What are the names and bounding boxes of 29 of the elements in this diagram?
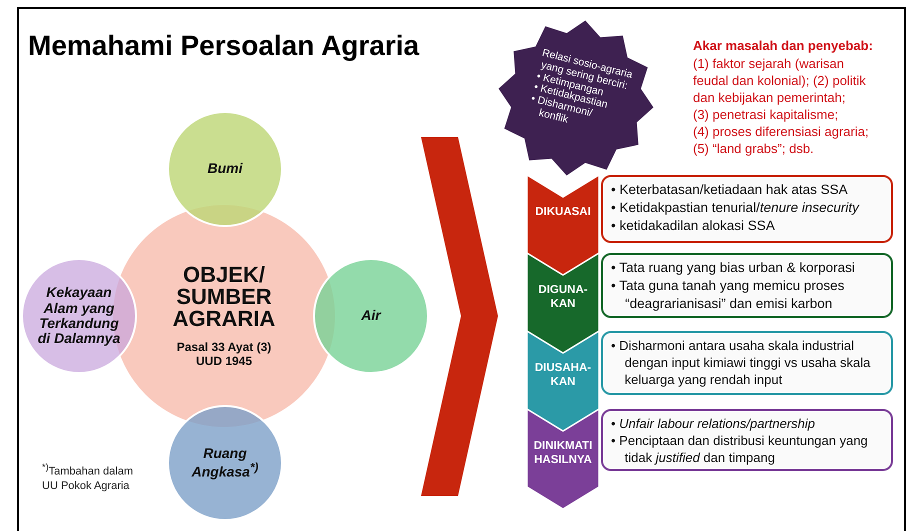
section-heading: Akar masalah dan penyebab: (693, 38, 874, 55)
bullet-item: • Keterbatasan/ketiadaan hak atas SSA (611, 181, 849, 199)
circle-label: Kekayaan Alam yang Terkandung di Dalamnya (36, 285, 122, 347)
reference-text: Pasal 33 Ayat (3) UUD 1945 (176, 340, 272, 368)
bullet-item: • Tata ruang yang bias urban & korporasi (611, 259, 856, 277)
footnote: $^{*)}$Tambahan dalam UU Pokok Agraria (42, 462, 134, 494)
bullet-item: • Ketidakpastian tenurial/tenure insecurity (611, 198, 860, 217)
description-card (601, 175, 893, 243)
center-title: OBJEK/ SUMBER AGRARIA (172, 264, 276, 330)
step-label: DIGUNA- KAN (537, 283, 589, 312)
step-label: DIKUASAI (534, 205, 592, 220)
cause-item: (5) “land grabs”; dsb. (693, 141, 815, 158)
step-label: DIUSAHA- KAN (534, 361, 592, 390)
circle-label: Bumi (206, 161, 244, 177)
title: Memahami Persoalan Agraria (28, 30, 420, 62)
bullet-item: • Penciptaan dan distribusi keuntungan yang tidak justified dan timpang (611, 432, 869, 466)
circle-label: Air (360, 308, 382, 324)
cause-item: (3) penetrasi kapitalisme; (693, 107, 840, 124)
cause-item: (1) faktor sejarah (warisan feudal dan kolonial); (2) politik dan kebijakan pemerintah; (693, 56, 867, 107)
description-card (601, 253, 893, 318)
description-card (601, 409, 893, 471)
bullet-item: • ketidakadilan alokasi SSA (611, 216, 776, 234)
cause-item: (4) proses diferensiasi agraria; (693, 124, 870, 141)
bullet-item: • Unfair labour relations/partnership (611, 415, 816, 432)
circle-label: Ruang Angkasa$^{*)}$ (190, 446, 260, 480)
step-label: DINIKMATI HASILNYA (532, 439, 594, 468)
bullet-item: • Disharmoni antara usaha skala industrial dengan input kimiawi tinggi vs usaha skala keluarga yang rendah input (611, 337, 872, 388)
bullet-item: • Tata guna tanah yang memicu proses “deagrarianisasi” dan emisi karbon (611, 276, 846, 312)
description-card (601, 331, 893, 395)
